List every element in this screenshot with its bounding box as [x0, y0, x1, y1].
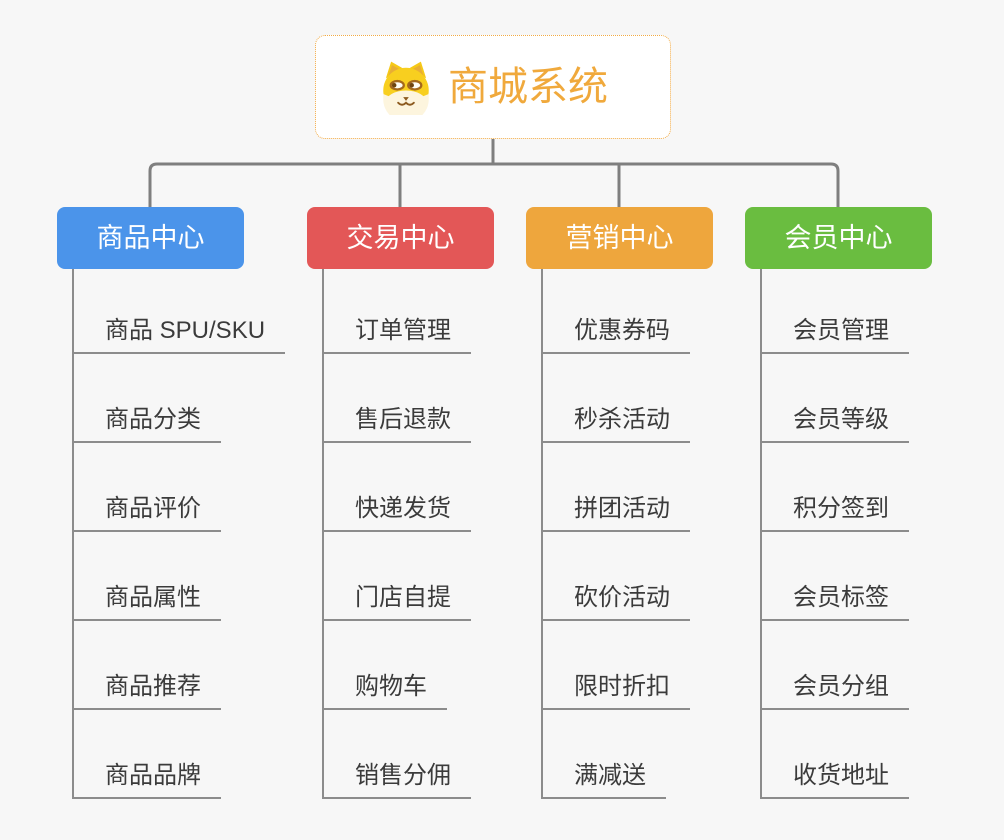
leaf-topic-label: 订单管理 [322, 316, 471, 354]
leaf-topic[interactable]: 商品属性 [72, 532, 285, 621]
leaf-topic[interactable]: 门店自提 [322, 532, 471, 621]
branch-node-product-center[interactable]: 商品中心 [57, 207, 244, 269]
leaf-topic-label: 积分签到 [760, 494, 909, 532]
leaf-topic-label: 限时折扣 [541, 672, 690, 710]
root-topic-title: 商城系统 [448, 65, 608, 109]
branch-node-label: 会员中心 [784, 222, 893, 253]
leaf-topic-label: 满减送 [541, 761, 666, 799]
leaf-topic[interactable]: 限时折扣 [541, 621, 690, 710]
leaf-topic-label: 砍价活动 [541, 583, 690, 621]
branch-node-label: 交易中心 [346, 222, 455, 253]
leaf-list: 会员管理会员等级积分签到会员标签会员分组收货地址 [760, 265, 909, 799]
leaf-topic[interactable]: 商品评价 [72, 443, 285, 532]
doge-icon [378, 59, 434, 115]
leaf-topic[interactable]: 满减送 [541, 710, 690, 799]
leaf-topic-label: 商品推荐 [72, 672, 221, 710]
leaf-topic[interactable]: 订单管理 [322, 265, 471, 354]
leaf-topic-label: 商品品牌 [72, 761, 221, 799]
leaf-topic-label: 拼团活动 [541, 494, 690, 532]
leaf-topic-label: 门店自提 [322, 583, 471, 621]
leaf-list: 优惠券码秒杀活动拼团活动砍价活动限时折扣满减送 [541, 265, 690, 799]
branch: 会员中心 会员管理会员等级积分签到会员标签会员分组收货地址 [745, 207, 932, 799]
branch-node-label: 营销中心 [565, 222, 674, 253]
branch-node-trade-center[interactable]: 交易中心 [307, 207, 494, 269]
branch-trunk-line [72, 269, 74, 799]
leaf-topic[interactable]: 商品推荐 [72, 621, 285, 710]
branch: 商品中心 商品 SPU/SKU 商品分类商品评价商品属性商品推荐商品品牌 [57, 207, 286, 799]
leaf-topic-label: 商品评价 [72, 494, 221, 532]
branch-trunk-line [760, 269, 762, 799]
leaf-topic-label: 购物车 [322, 672, 447, 710]
branch: 交易中心 订单管理售后退款快递发货门店自提购物车销售分佣 [307, 207, 494, 799]
leaf-topic[interactable]: 购物车 [322, 621, 471, 710]
leaf-topic-label: 商品属性 [72, 583, 221, 621]
leaf-topic[interactable]: 优惠券码 [541, 265, 690, 354]
leaf-topic[interactable]: 商品品牌 [72, 710, 285, 799]
leaf-topic-label: 商品分类 [72, 405, 221, 443]
leaf-topic[interactable]: 收货地址 [760, 710, 909, 799]
leaf-list: 订单管理售后退款快递发货门店自提购物车销售分佣 [322, 265, 471, 799]
leaf-topic[interactable]: 会员等级 [760, 354, 909, 443]
leaf-topic-label: 优惠券码 [541, 316, 690, 354]
leaf-topic[interactable]: 秒杀活动 [541, 354, 690, 443]
root-topic[interactable]: 商城系统 [315, 35, 671, 139]
branch-trunk-line [541, 269, 543, 799]
leaf-topic[interactable]: 积分签到 [760, 443, 909, 532]
leaf-topic[interactable]: 会员标签 [760, 532, 909, 621]
leaf-topic-label: 秒杀活动 [541, 405, 690, 443]
leaf-topic[interactable]: 砍价活动 [541, 532, 690, 621]
branch-node-marketing-center[interactable]: 营销中心 [526, 207, 713, 269]
leaf-topic-label: 会员等级 [760, 405, 909, 443]
leaf-topic-label: 会员管理 [760, 316, 909, 354]
leaf-topic-label: 售后退款 [322, 405, 471, 443]
leaf-topic[interactable]: 销售分佣 [322, 710, 471, 799]
leaf-topic-label: 会员分组 [760, 672, 909, 710]
leaf-topic[interactable]: 商品分类 [72, 354, 285, 443]
branch4-connector-line [493, 162, 840, 207]
leaf-topic[interactable]: 商品 SPU/SKU [72, 265, 286, 354]
branch-node-member-center[interactable]: 会员中心 [745, 207, 932, 269]
leaf-topic-label: 商品 SPU/SKU [72, 316, 286, 354]
leaf-topic[interactable]: 快递发货 [322, 443, 471, 532]
leaf-list: 商品 SPU/SKU 商品分类商品评价商品属性商品推荐商品品牌 [72, 265, 286, 799]
leaf-topic[interactable]: 会员管理 [760, 265, 909, 354]
branch1-connector-line [148, 162, 493, 207]
leaf-topic[interactable]: 拼团活动 [541, 443, 690, 532]
leaf-topic-label: 快递发货 [322, 494, 471, 532]
branch-trunk-line [322, 269, 324, 799]
leaf-topic-label: 会员标签 [760, 583, 909, 621]
leaf-topic[interactable]: 会员分组 [760, 621, 909, 710]
branch: 营销中心 优惠券码秒杀活动拼团活动砍价活动限时折扣满减送 [526, 207, 713, 799]
branch-node-label: 商品中心 [96, 222, 205, 253]
leaf-topic-label: 销售分佣 [322, 761, 471, 799]
leaf-topic-label: 收货地址 [760, 761, 909, 799]
leaf-topic[interactable]: 售后退款 [322, 354, 471, 443]
